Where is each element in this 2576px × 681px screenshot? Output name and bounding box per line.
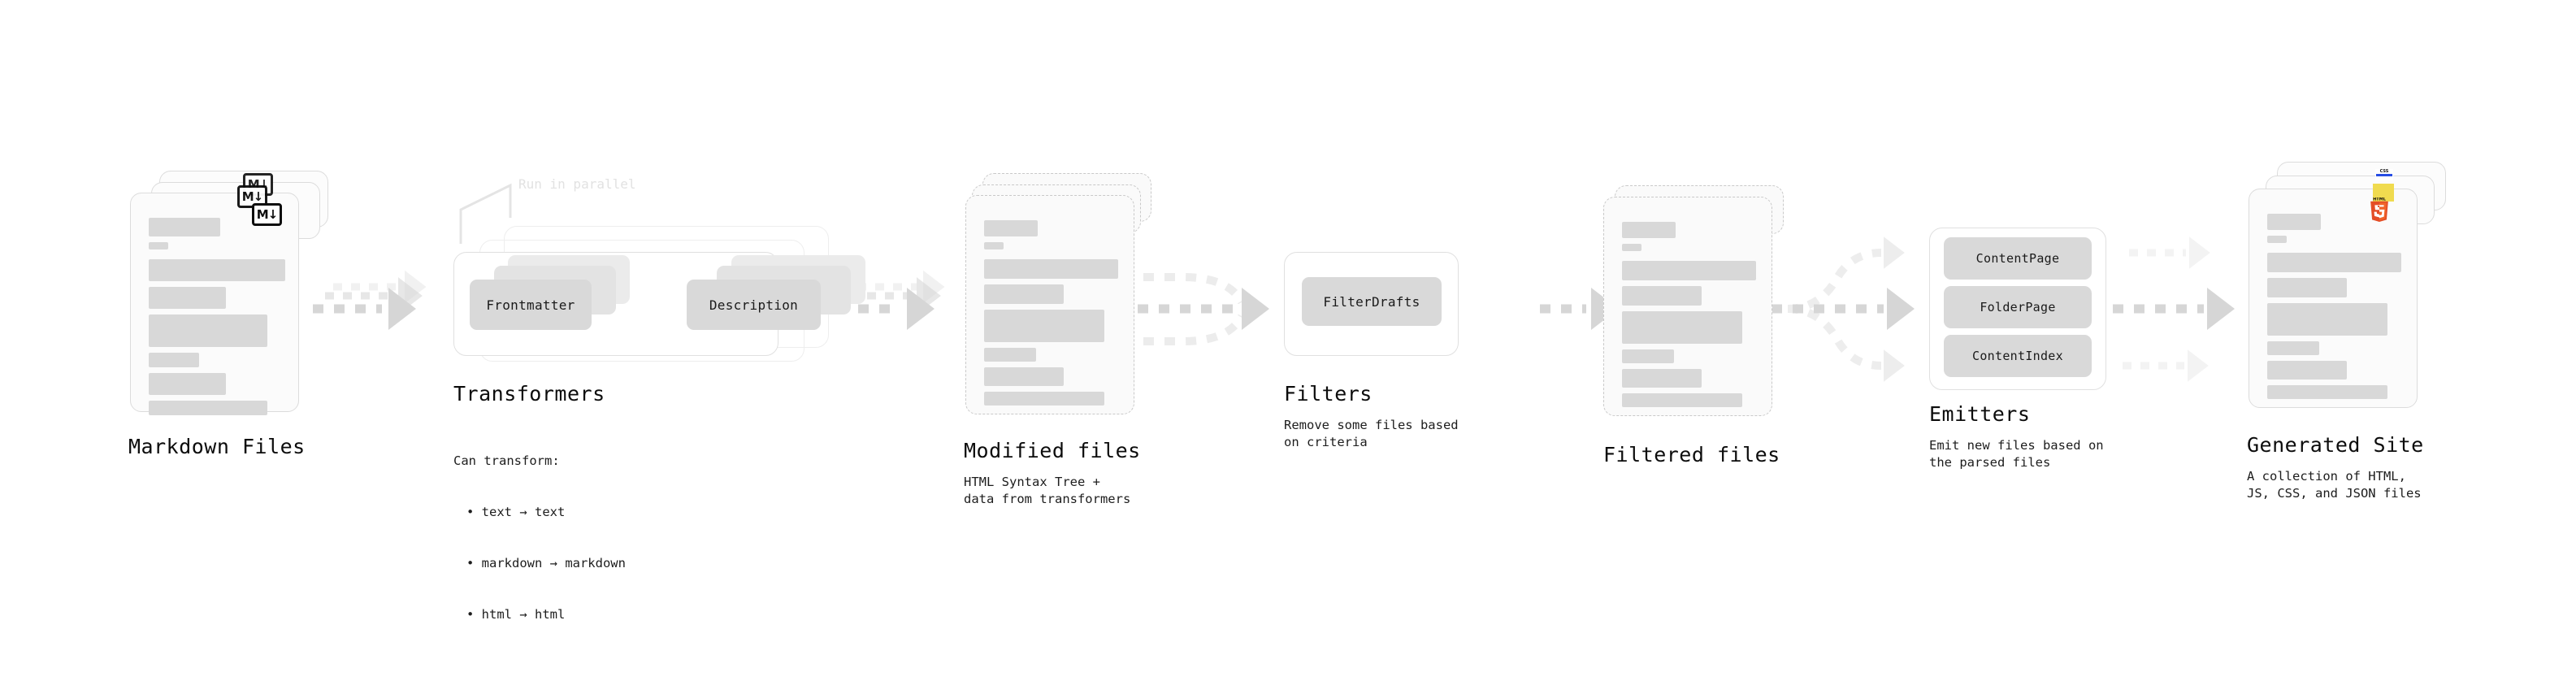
emitter-chip-folderpage[interactable]: FolderPage xyxy=(1944,286,2092,328)
js-logo-icon xyxy=(2373,184,2394,202)
run-in-parallel-label: Run in parallel xyxy=(518,176,636,192)
generated-site-description: A collection of HTML, JS, CSS, and JSON … xyxy=(2247,469,2422,501)
transformer-chip-description[interactable]: Description xyxy=(687,280,821,330)
filter-chip-filterdrafts[interactable]: FilterDrafts xyxy=(1302,277,1442,326)
filters-description: Remove some files based on criteria xyxy=(1284,418,1459,449)
stage-title-emitters: Emitters xyxy=(1929,402,2031,426)
connector-markdown-to-transformers xyxy=(313,270,427,330)
filtered-doc-lines xyxy=(1622,222,1759,413)
modified-doc-front xyxy=(965,195,1134,414)
css-logo-icon: CSS xyxy=(2375,169,2393,180)
transformers-desc-lead: Can transform: xyxy=(453,453,560,468)
filtered-doc-front xyxy=(1603,197,1772,416)
modified-files-description: HTML Syntax Tree + data from transformer… xyxy=(964,475,1131,506)
transformers-bullet-1: • markdown → markdown xyxy=(466,556,626,570)
stage-title-filters: Filters xyxy=(1284,382,1373,406)
stage-title-transformers: Transformers xyxy=(453,382,605,406)
css-logo-text: CSS xyxy=(2379,169,2389,174)
connector-filtered-to-emitters xyxy=(1772,236,1915,382)
svg-text:HTML: HTML xyxy=(2373,197,2387,202)
emitters-description: Emit new files based on the parsed files xyxy=(1929,438,2104,470)
stage-title-modified-files: Modified files xyxy=(964,439,1141,462)
stage-title-markdown-files: Markdown Files xyxy=(128,435,306,458)
emitter-chip-contentpage[interactable]: ContentPage xyxy=(1944,237,2092,280)
site-doc-front xyxy=(2249,189,2418,408)
connector-emitters-to-site xyxy=(2113,236,2235,382)
modified-doc-lines xyxy=(984,220,1121,411)
stage-title-generated-site: Generated Site xyxy=(2247,433,2424,457)
connector-modified-to-filters xyxy=(1138,273,1269,345)
run-in-parallel-bracket xyxy=(459,183,512,244)
css-logo-bar xyxy=(2376,174,2392,176)
site-doc-lines xyxy=(2267,214,2404,405)
html5-shield-svg: HTML xyxy=(2370,197,2388,223)
emitter-chip-contentindex[interactable]: ContentIndex xyxy=(1944,335,2092,377)
markdown-logo-icon: M↓ xyxy=(252,203,282,226)
transformer-chip-frontmatter[interactable]: Frontmatter xyxy=(470,280,592,330)
transformers-bullet-2: • html → html xyxy=(466,607,566,622)
transformers-description: Can transform: • text → text • markdown … xyxy=(453,419,626,657)
stage-title-filtered-files: Filtered files xyxy=(1603,443,1780,466)
markdown-doc-front xyxy=(130,193,299,415)
html5-logo-icon: HTML xyxy=(2367,197,2392,225)
transformers-bullet-0: • text → text xyxy=(466,505,566,519)
markdown-doc-lines xyxy=(149,218,285,421)
